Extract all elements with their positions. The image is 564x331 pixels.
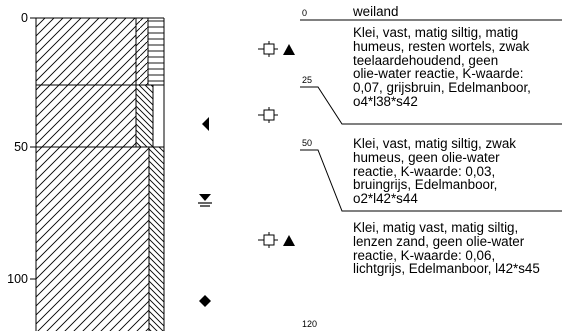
layer-3-main [36,147,149,331]
depth-label-120: 120 [302,319,318,329]
sample-icon [258,107,278,123]
connector-50 [300,149,562,212]
diamond-icon [199,295,211,307]
layer-2-silt [136,85,153,147]
layer-description-2: Klei, vast, matig siltig, zwak humeus, g… [353,136,516,207]
axis-label-100: 100 [7,272,28,286]
axis-label-50: 50 [14,140,28,154]
layer-1-organic [148,18,164,85]
layer-connectors [300,19,562,212]
groundwater-level-icon [198,194,212,207]
sample-icon [258,41,278,57]
layer-description-1: Klei, vast, matig siltig, matig humeus, … [353,25,531,109]
layer-description-weiland: weiland [353,4,399,19]
depth-axis [30,17,37,331]
depth-label-0: 0 [302,8,308,18]
soil-column [35,17,165,331]
sample-icon [258,232,278,248]
layer-2-main [36,85,136,147]
connector-25 [300,86,562,125]
triangle-icon [283,235,295,246]
layer-description-3: Klei, matig vast, matig siltig, lenzen z… [353,220,540,277]
triangle-left-icon [202,117,209,131]
layer-1-silt [136,18,148,85]
depth-label-50: 50 [302,138,313,148]
layer-1-main [36,18,136,85]
sample-symbols [198,41,295,307]
layer-3-silt [149,147,164,331]
triangle-icon [283,44,295,55]
depth-label-25: 25 [302,75,313,85]
axis-label-0: 0 [21,11,28,25]
